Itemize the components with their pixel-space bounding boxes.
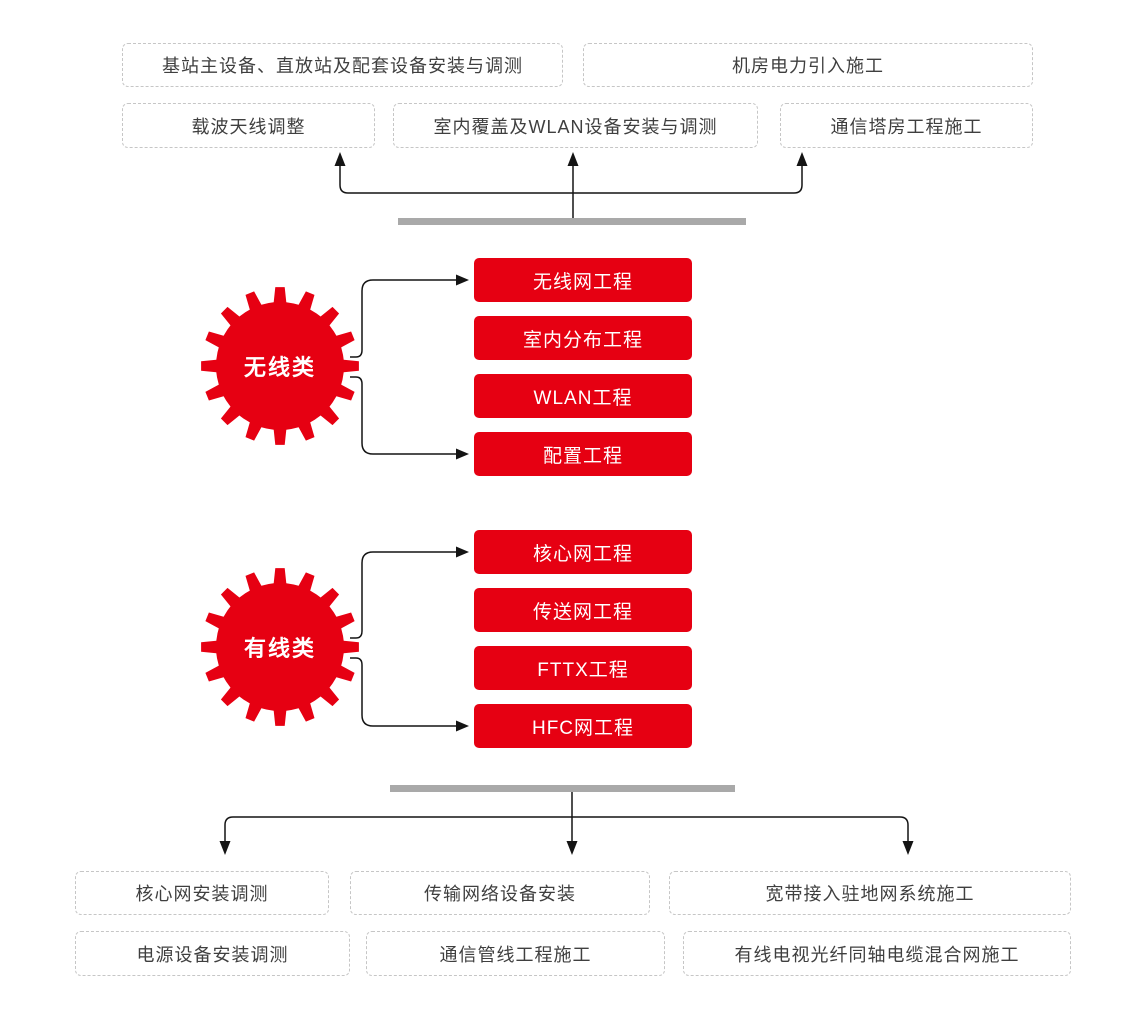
bottom-task-box: 通信管线工程施工 <box>366 931 665 976</box>
bottom-branch-connector <box>224 816 909 841</box>
wireless-item-box: 配置工程 <box>474 432 692 476</box>
bottom-task-box: 有线电视光纤同轴电缆混合网施工 <box>683 931 1071 976</box>
up-arrowhead-right <box>796 152 808 166</box>
top-task-box: 通信塔房工程施工 <box>780 103 1033 148</box>
wired-lower-branch <box>350 657 456 727</box>
wired-upper-branch <box>350 551 456 639</box>
wireless-upper-branch <box>350 279 456 358</box>
right-arrowhead-wireless-top <box>456 274 469 286</box>
wired-item-box: HFC网工程 <box>474 704 692 748</box>
bottom-task-box: 电源设备安装调测 <box>75 931 350 976</box>
down-arrowhead-right <box>902 841 914 855</box>
top-branch-connector <box>339 166 803 194</box>
top-task-box: 基站主设备、直放站及配套设备安装与调测 <box>122 43 563 87</box>
bottom-task-box: 核心网安装调测 <box>75 871 329 915</box>
wired-item-box: 传送网工程 <box>474 588 692 632</box>
wireless-item-box: 无线网工程 <box>474 258 692 302</box>
right-arrowhead-wireless-bottom <box>456 448 469 460</box>
right-arrowhead-wired-bottom <box>456 720 469 732</box>
divider-bar-top <box>398 218 746 225</box>
divider-bar-bottom <box>390 785 735 792</box>
gear-icon <box>201 287 359 445</box>
gear-icon <box>201 568 359 726</box>
wired-gear-label: 有线类 <box>243 636 316 661</box>
top-task-box: 载波天线调整 <box>122 103 375 148</box>
right-arrowhead-wired-top <box>456 546 469 558</box>
down-arrowhead-left <box>219 841 231 855</box>
wired-item-box: 核心网工程 <box>474 530 692 574</box>
bottom-task-box: 传输网络设备安装 <box>350 871 650 915</box>
wireless-item-box: WLAN工程 <box>474 374 692 418</box>
up-arrowhead-left <box>334 152 346 166</box>
bottom-task-box: 宽带接入驻地网系统施工 <box>669 871 1071 915</box>
up-arrowhead-center <box>567 152 579 166</box>
wireless-lower-branch <box>350 376 456 455</box>
wired-item-box: FTTX工程 <box>474 646 692 690</box>
wireless-item-box: 室内分布工程 <box>474 316 692 360</box>
down-arrowhead-center <box>566 841 578 855</box>
wireless-gear-label: 无线类 <box>243 355 316 380</box>
top-task-box: 室内覆盖及WLAN设备安装与调测 <box>393 103 758 148</box>
top-task-box: 机房电力引入施工 <box>583 43 1033 87</box>
